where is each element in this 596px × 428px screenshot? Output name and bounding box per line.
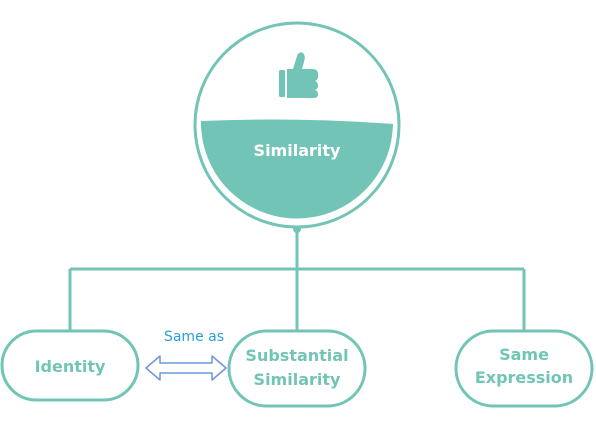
child-pill-identity <box>0 329 140 402</box>
root-node: Similarity <box>193 21 401 229</box>
relation-same-as: Same as <box>145 329 227 381</box>
child-node-substantial-similarity: Substantial Similarity <box>227 329 367 408</box>
child-pill-substantial-similarity <box>227 329 367 408</box>
child-node-same-expression: Same Expression <box>454 329 594 408</box>
thumbs-up-icon <box>279 52 318 98</box>
child-label-same-expression-line1: Same <box>499 345 549 364</box>
root-fill-bowl <box>200 119 393 219</box>
child-label-same-expression-line2: Expression <box>475 368 573 387</box>
double-arrow-icon <box>145 355 227 381</box>
connector-lines <box>68 228 526 331</box>
child-label-substantial-line1: Substantial <box>245 346 348 365</box>
relation-label: Same as <box>164 329 224 345</box>
root-label: Similarity <box>254 141 341 160</box>
child-node-identity: Identity <box>0 329 140 402</box>
child-pill-same-expression <box>454 329 594 408</box>
child-label-substantial-line2: Similarity <box>254 370 341 389</box>
child-label-identity: Identity <box>35 357 106 376</box>
